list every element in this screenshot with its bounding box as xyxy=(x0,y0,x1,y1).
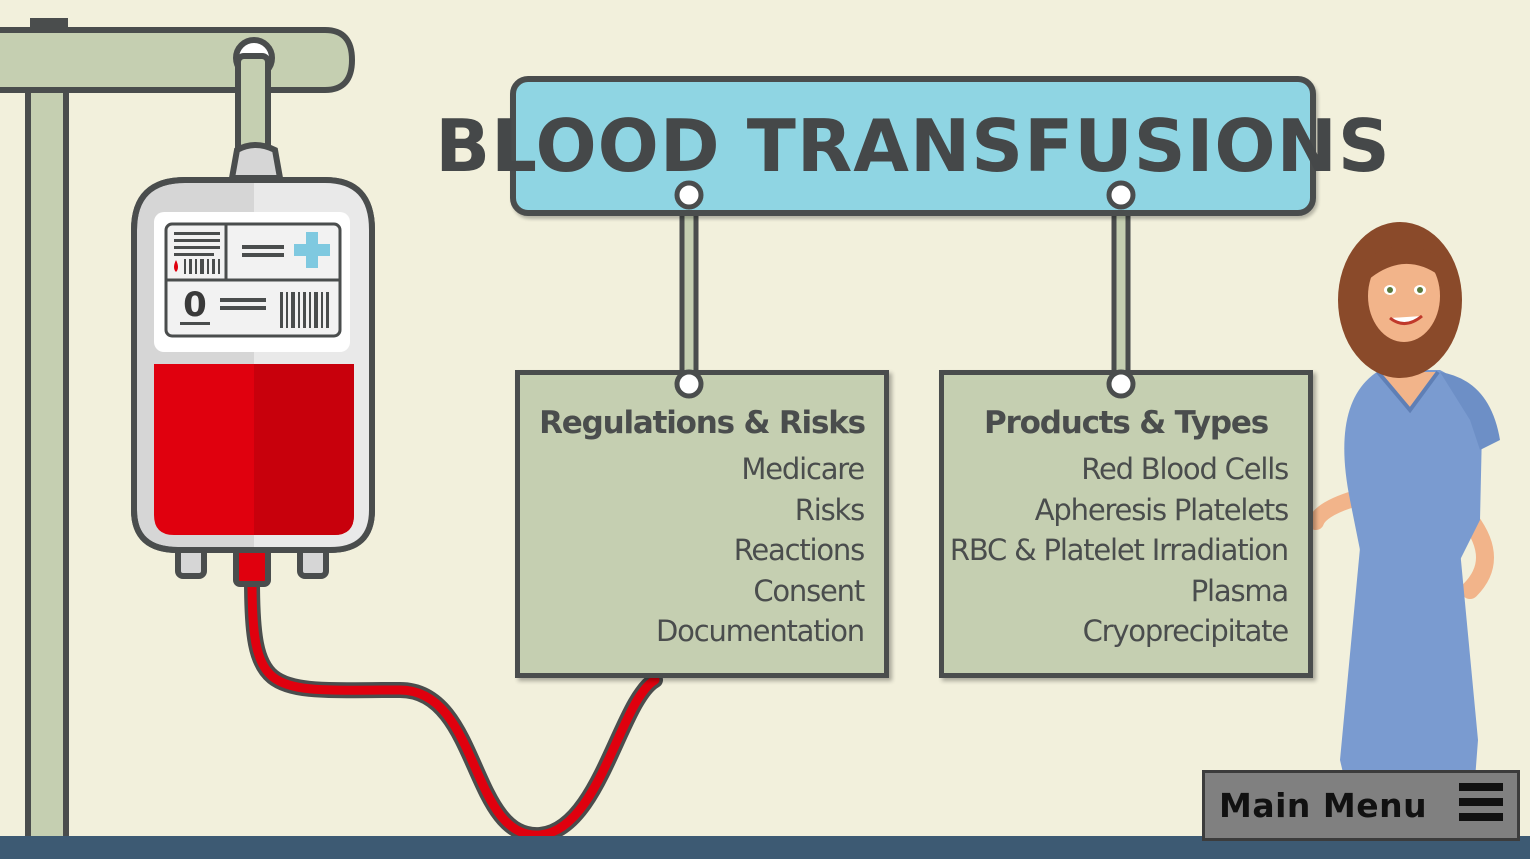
panel-heading: Products & Types xyxy=(984,405,1269,441)
blood-type-label: 0 xyxy=(183,285,207,325)
connector-right xyxy=(1111,192,1131,388)
nurse-character xyxy=(1308,222,1500,854)
list-item[interactable]: RBC & Platelet Irradiation xyxy=(949,533,1289,567)
list-item[interactable]: Risks xyxy=(794,492,865,527)
medical-cross-icon xyxy=(294,232,330,268)
connector-left xyxy=(679,192,699,388)
products-types-panel[interactable]: Products & Types Red Blood Cells Apheres… xyxy=(939,370,1313,678)
blood-drop-icon xyxy=(174,260,178,272)
products-list: Red Blood Cells Apheresis Platelets RBC … xyxy=(949,449,1290,652)
list-item[interactable]: Apheresis Platelets xyxy=(1034,492,1289,527)
title-banner: BLOOD TRANSFUSIONS xyxy=(435,76,1390,216)
list-item[interactable]: Plasma xyxy=(1190,573,1289,608)
regulations-list: Medicare Risks Reactions Consent Documen… xyxy=(656,449,865,652)
list-item[interactable]: Consent xyxy=(753,573,865,608)
panel-heading: Regulations & Risks xyxy=(539,405,866,441)
list-item[interactable]: Reactions xyxy=(733,533,865,567)
list-item[interactable]: Documentation xyxy=(656,614,865,648)
list-item[interactable]: Cryoprecipitate xyxy=(1082,614,1290,648)
barcode-icon xyxy=(184,259,220,274)
hamburger-icon xyxy=(1459,783,1503,829)
list-item[interactable]: Red Blood Cells xyxy=(1081,452,1289,486)
floor xyxy=(0,836,1530,859)
list-item[interactable]: Medicare xyxy=(741,452,865,486)
main-menu-button[interactable]: Main Menu xyxy=(1202,770,1520,841)
blood-bag-icon: 0 xyxy=(131,142,375,587)
main-menu-label: Main Menu xyxy=(1219,786,1428,825)
page-title: BLOOD TRANSFUSIONS xyxy=(435,104,1391,188)
regulations-risks-panel[interactable]: Regulations & Risks Medicare Risks React… xyxy=(515,370,889,678)
